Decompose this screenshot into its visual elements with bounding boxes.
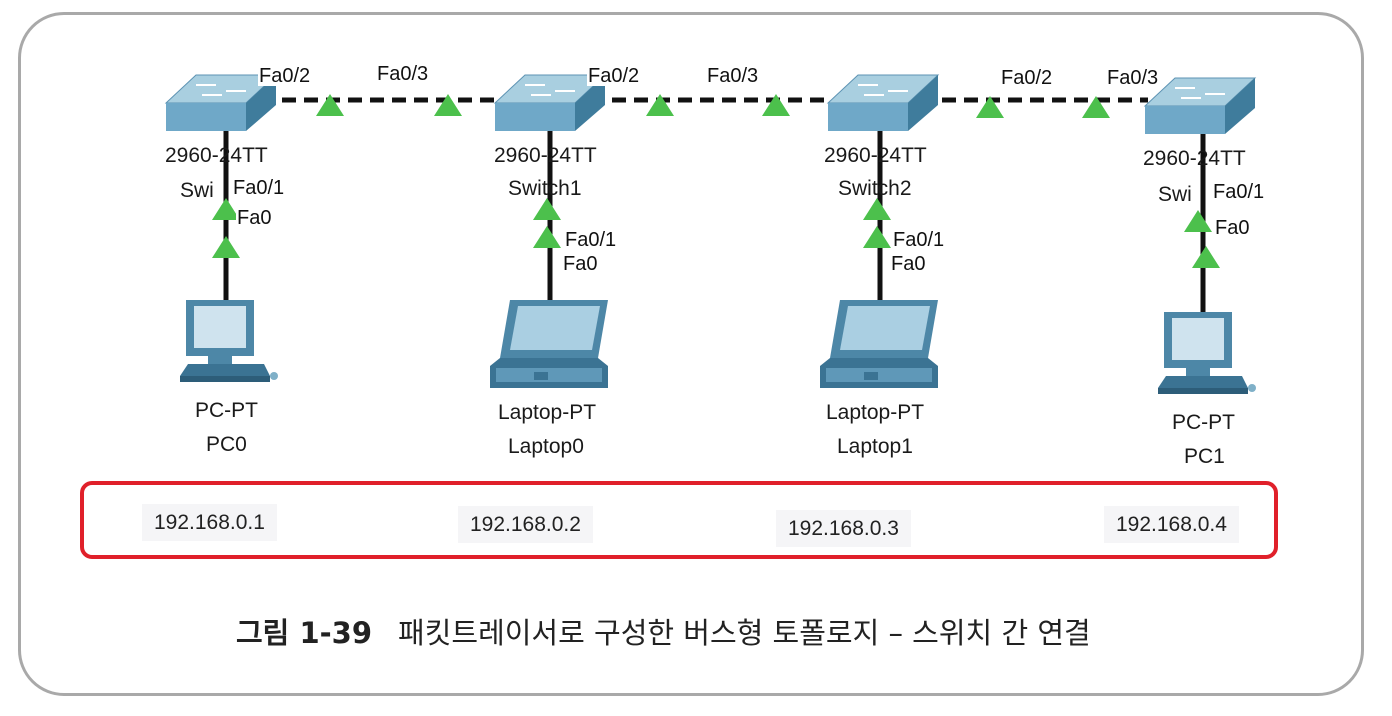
ip-address-label: 192.168.0.4 xyxy=(1104,506,1239,543)
host-type-label: PC-PT xyxy=(195,399,258,422)
host-type-label: Laptop-PT xyxy=(826,401,925,424)
access-links xyxy=(223,130,1206,312)
link-up-arrow-icon xyxy=(316,94,344,116)
port-label: Fa0/2 xyxy=(258,65,312,87)
port-label: Fa0 xyxy=(562,253,599,275)
link-up-arrow-icon xyxy=(434,94,462,116)
host-type-label: Laptop-PT xyxy=(498,401,597,424)
figure-caption: 그림 1-39 패킷트레이서로 구성한 버스형 토폴로지 – 스위치 간 연결 xyxy=(236,610,1091,652)
switch-model-label: 2960-24TT xyxy=(494,144,597,167)
port-label: Fa0 xyxy=(236,207,273,229)
switch-name-label: Switch2 xyxy=(838,177,912,200)
link-up-arrow-icon xyxy=(533,226,561,248)
link-status-arrows xyxy=(212,94,1220,268)
laptop-icon xyxy=(820,300,938,388)
ip-address-highlight-box xyxy=(80,481,1278,559)
host-name-label: Laptop0 xyxy=(508,435,584,458)
switch-name-label: Swi xyxy=(180,179,214,202)
figure-number: 그림 1-39 xyxy=(236,616,373,650)
switch-name-label: Swi xyxy=(1158,183,1192,206)
figure-caption-text: 패킷트레이서로 구성한 버스형 토폴로지 – 스위치 간 연결 xyxy=(398,616,1091,650)
port-label: Fa0/2 xyxy=(1000,67,1054,89)
port-label: Fa0/3 xyxy=(376,63,430,85)
port-label: Fa0/3 xyxy=(706,65,760,87)
link-up-arrow-icon xyxy=(646,94,674,116)
ip-address-label: 192.168.0.3 xyxy=(776,510,911,547)
port-label: Fa0/2 xyxy=(587,65,641,87)
port-label: Fa0/1 xyxy=(1212,181,1266,203)
host-type-label: PC-PT xyxy=(1172,411,1235,434)
switch-name-label: Switch1 xyxy=(508,177,582,200)
link-up-arrow-icon xyxy=(863,198,891,220)
host-icons xyxy=(180,300,1256,394)
switch-model-label: 2960-24TT xyxy=(165,144,268,167)
port-label: Fa0/1 xyxy=(232,177,286,199)
port-label: Fa0/1 xyxy=(564,229,618,251)
link-up-arrow-icon xyxy=(533,198,561,220)
port-label: Fa0 xyxy=(1214,217,1251,239)
port-label: Fa0 xyxy=(890,253,927,275)
host-name-label: PC0 xyxy=(206,433,247,456)
switch-model-label: 2960-24TT xyxy=(1143,147,1246,170)
host-name-label: Laptop1 xyxy=(837,435,913,458)
ip-address-label: 192.168.0.1 xyxy=(142,504,277,541)
switch-model-label: 2960-24TT xyxy=(824,144,927,167)
link-up-arrow-icon xyxy=(762,94,790,116)
link-up-arrow-icon xyxy=(863,226,891,248)
pc-icon xyxy=(1158,312,1256,394)
port-label: Fa0/1 xyxy=(892,229,946,251)
switch-icon xyxy=(827,74,939,132)
link-up-arrow-icon xyxy=(212,236,240,258)
link-up-arrow-icon xyxy=(1184,210,1212,232)
host-name-label: PC1 xyxy=(1184,445,1225,468)
link-up-arrow-icon xyxy=(1192,246,1220,268)
port-label: Fa0/3 xyxy=(1106,67,1160,89)
laptop-icon xyxy=(490,300,608,388)
pc-icon xyxy=(180,300,278,382)
switch-icon xyxy=(1144,77,1256,135)
ip-address-label: 192.168.0.2 xyxy=(458,506,593,543)
